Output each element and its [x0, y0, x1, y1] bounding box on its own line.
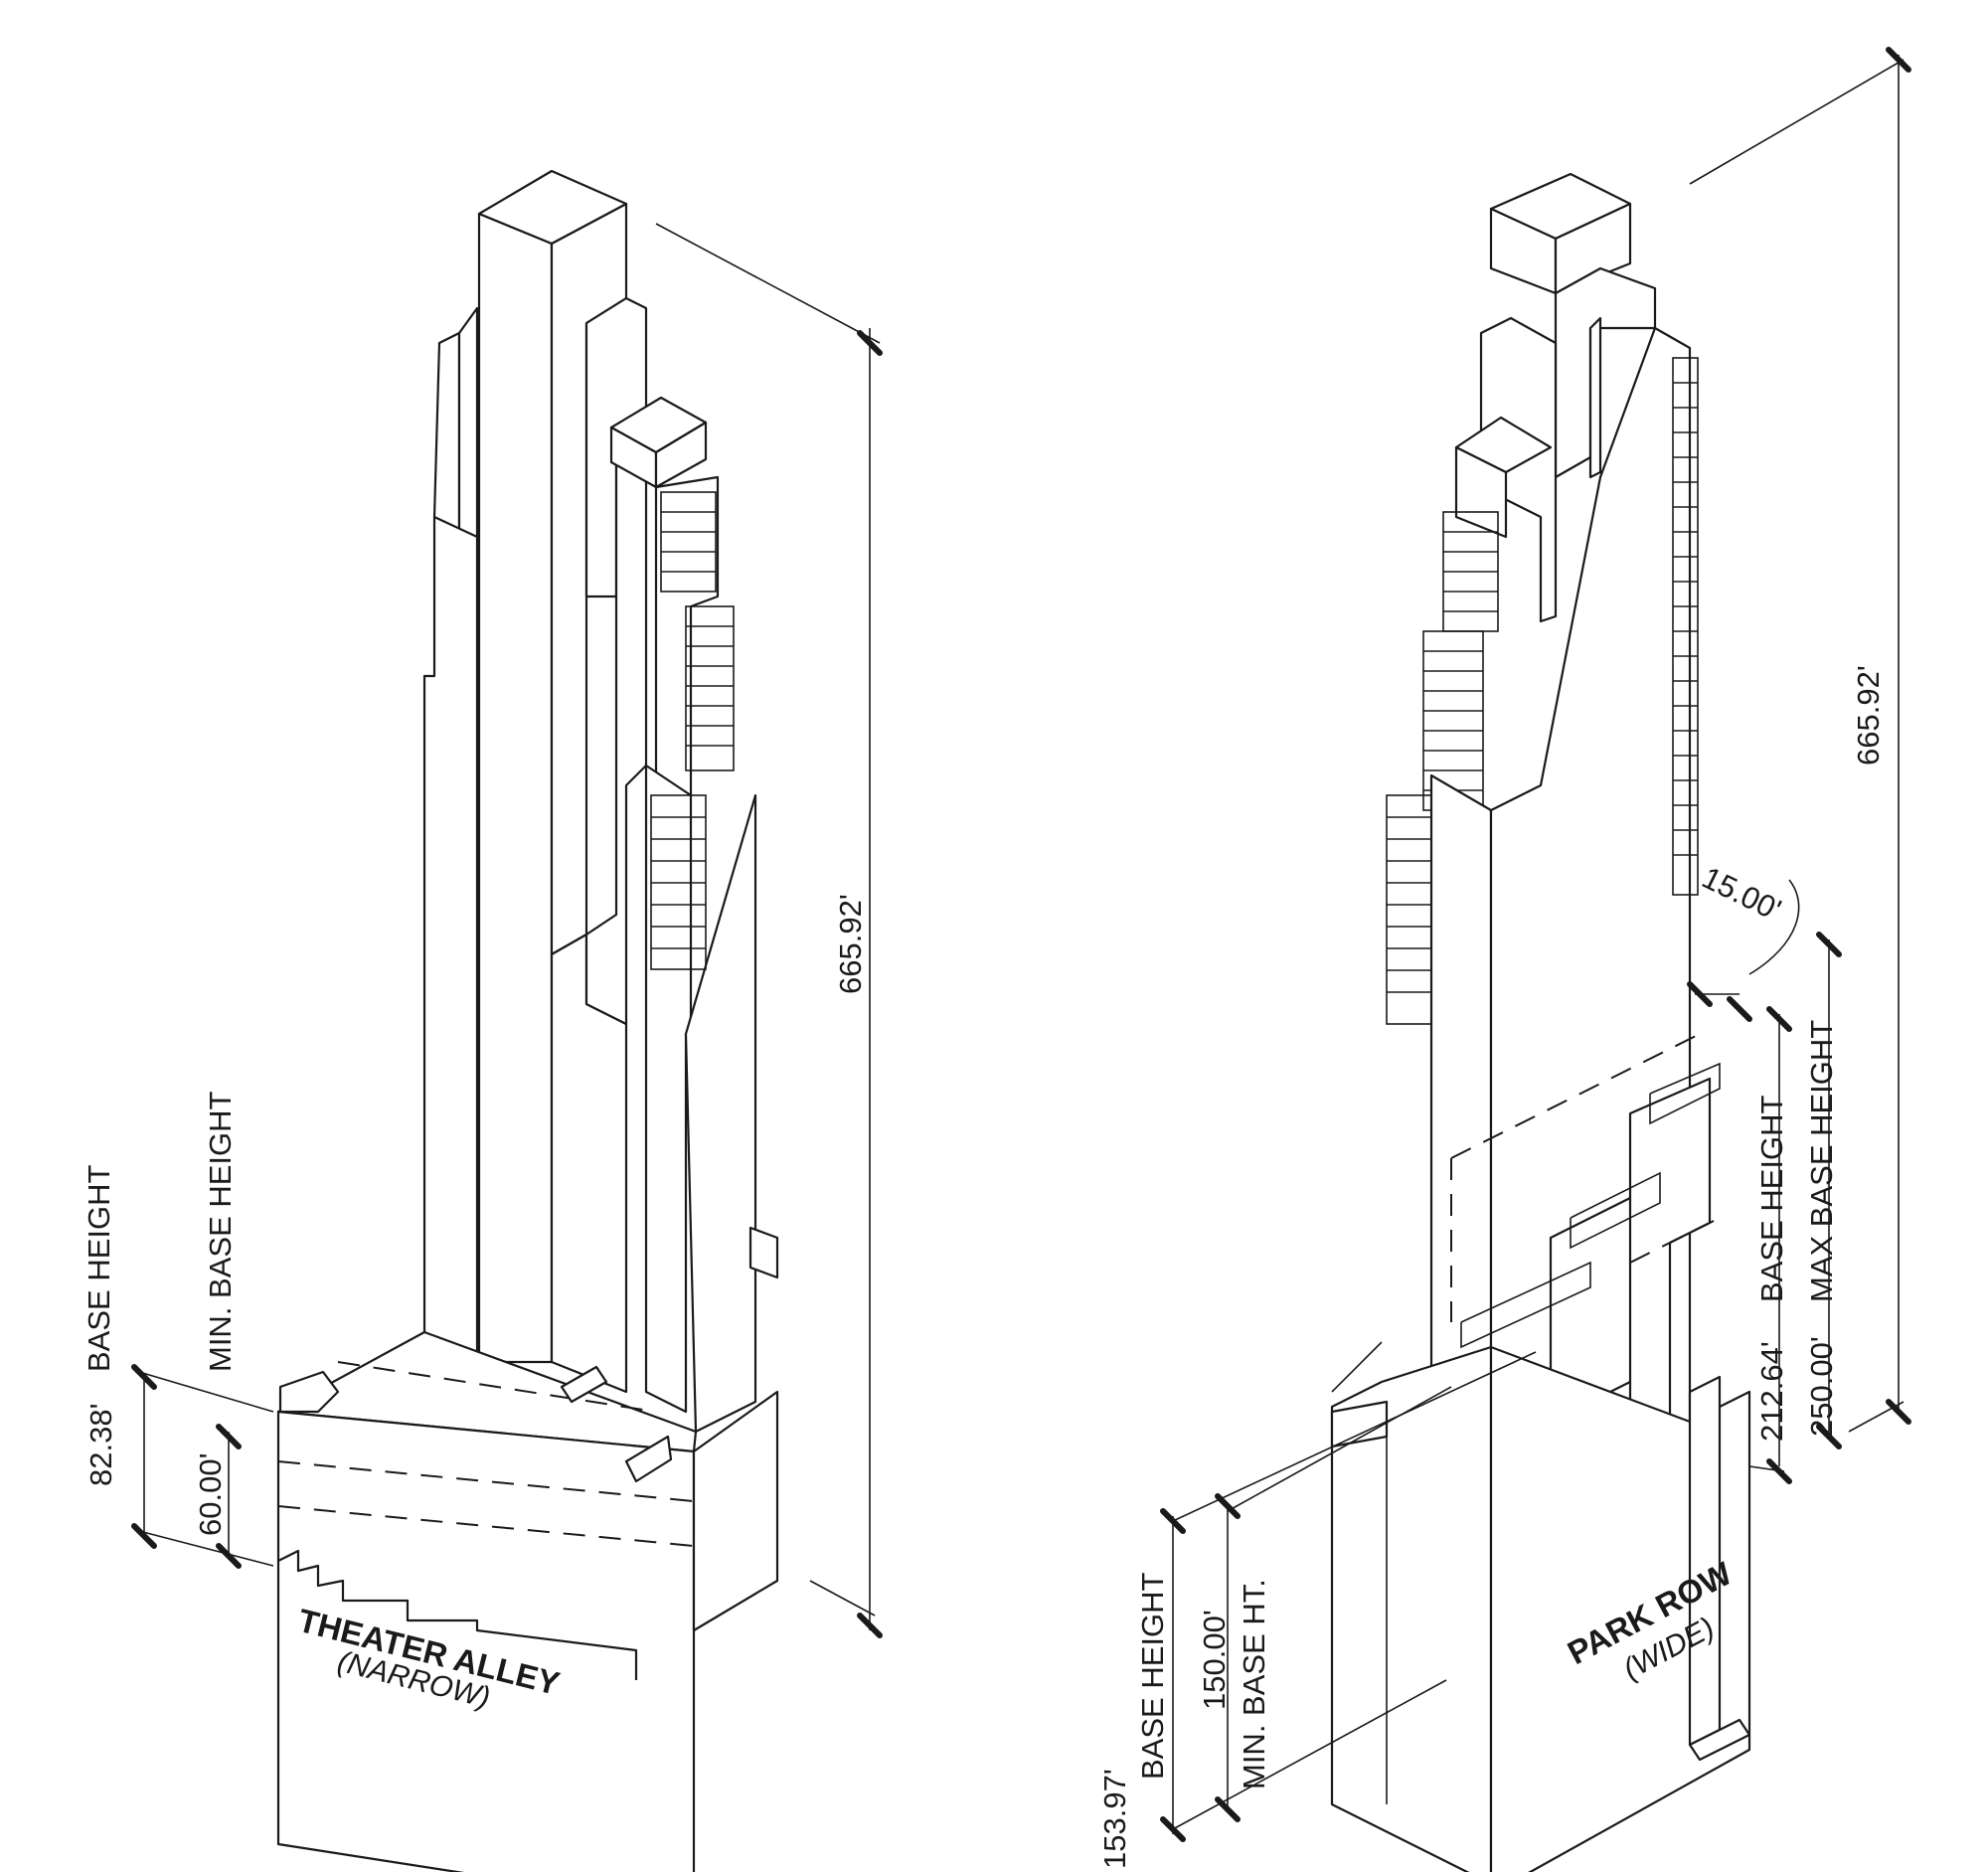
left-min-base-height-value: 60.00': [193, 1453, 228, 1537]
right-min-base-height-value: 150.00': [1197, 1610, 1232, 1710]
right-setback-value: 15.00': [1697, 860, 1786, 928]
left-total-height-value: 665.92': [833, 894, 868, 994]
right-max-base-height-label: MAX BASE HEIGHT: [1804, 1020, 1839, 1302]
right-tower-massing: [1330, 172, 1751, 1872]
right-base-height-2-label: BASE HEIGHT: [1754, 1096, 1789, 1302]
right-min-base-height-label: MIN. BASE HT.: [1237, 1579, 1271, 1789]
right-base-height-value: 153.97': [1097, 1769, 1132, 1869]
left-base-height-label: BASE HEIGHT: [82, 1165, 116, 1372]
right-base-height-2-value: 212.64': [1754, 1341, 1789, 1442]
left-base-height-value: 82.38': [83, 1404, 118, 1487]
right-dimension-lines: [1160, 47, 1911, 1842]
left-dimension-lines: [131, 223, 883, 1638]
right-max-base-height-value: 250.00': [1804, 1336, 1839, 1437]
right-base-height-label: BASE HEIGHT: [1135, 1573, 1170, 1780]
left-tower-massing: [276, 169, 779, 1872]
left-min-base-height-label: MIN. BASE HEIGHT: [203, 1091, 238, 1372]
right-total-height-value: 665.92': [1851, 665, 1886, 766]
